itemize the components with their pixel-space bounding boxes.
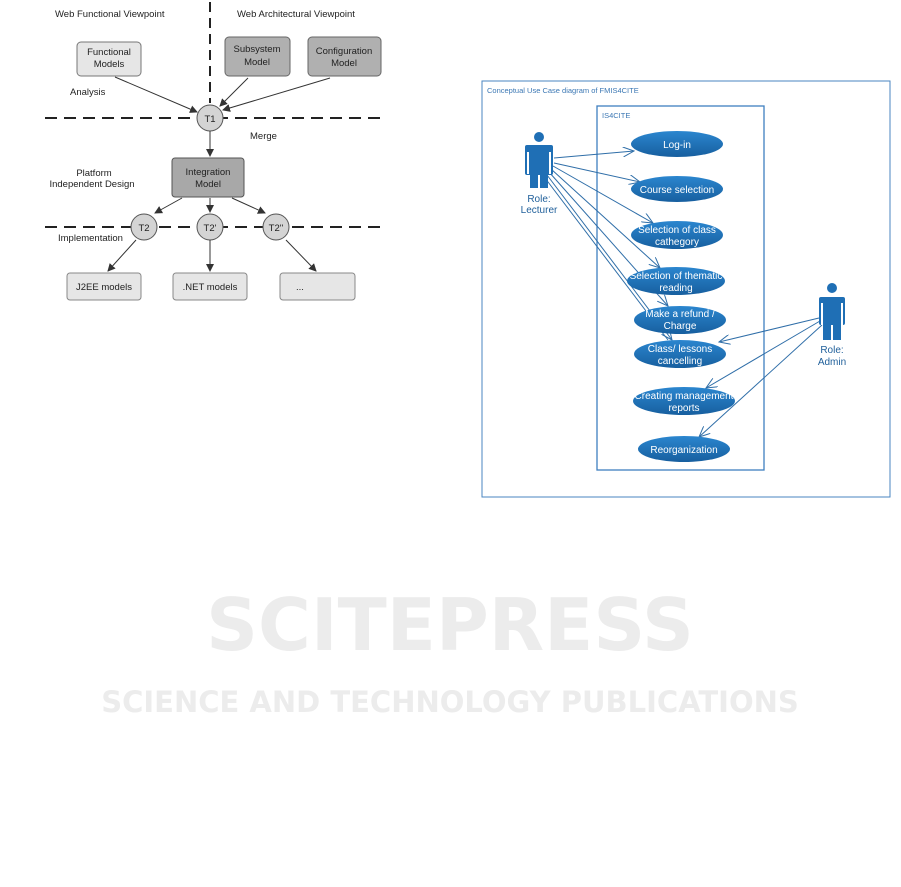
- svg-text:...: ...: [296, 282, 304, 293]
- svg-text:Reorganization: Reorganization: [650, 445, 717, 456]
- svg-text:T2': T2': [204, 223, 217, 234]
- mda-diagram: Web Functional Viewpoint Web Architectur…: [45, 2, 383, 301]
- svg-text:.NET models: .NET models: [183, 282, 238, 293]
- svg-text:cancelling: cancelling: [658, 356, 702, 367]
- svg-text:Model: Model: [195, 179, 221, 190]
- svg-text:Class/ lessons: Class/ lessons: [648, 344, 712, 355]
- svg-text:J2EE models: J2EE models: [76, 282, 132, 293]
- use-case-class-category[interactable]: Selection of class cathegory: [631, 221, 723, 249]
- svg-text:T2: T2: [138, 223, 149, 234]
- configuration-model-box: Configuration Model: [307, 36, 382, 77]
- analysis-label: Analysis: [70, 87, 106, 98]
- svg-text:Charge: Charge: [664, 321, 697, 332]
- svg-text:Log-in: Log-in: [663, 140, 691, 151]
- use-case-management-reports[interactable]: Creating management reports: [633, 387, 735, 415]
- svg-text:Model: Model: [331, 58, 357, 69]
- watermark-sub: SCIENCE AND TECHNOLOGY PUBLICATIONS: [101, 685, 799, 719]
- t2-prime-node: T2': [196, 213, 224, 241]
- use-case-log-in[interactable]: Log-in: [631, 131, 723, 157]
- t2-node: T2: [130, 213, 158, 241]
- use-case-title: Conceptual Use Case diagram of FMIS4CITE: [487, 86, 639, 95]
- svg-text:Functional: Functional: [87, 47, 131, 58]
- person-icon: [525, 132, 553, 188]
- system-label: IS4CITE: [602, 111, 630, 120]
- use-case-thematic-reading[interactable]: Selection of thematic reading: [627, 267, 725, 295]
- architectural-viewpoint-label: Web Architectural Viewpoint: [237, 9, 355, 20]
- svg-text:Subsystem: Subsystem: [234, 44, 281, 55]
- subsystem-model-box: Subsystem Model: [224, 36, 291, 77]
- admin-name-label: Admin: [818, 357, 846, 368]
- platform-label: Platform: [76, 168, 111, 179]
- functional-viewpoint-label: Web Functional Viewpoint: [55, 9, 165, 20]
- system-boundary: [596, 105, 765, 471]
- t1-node: T1: [196, 104, 224, 132]
- svg-text:Creating management: Creating management: [635, 391, 734, 402]
- svg-text:Integration: Integration: [186, 167, 231, 178]
- integration-model-box: Integration Model: [171, 157, 245, 198]
- use-case-refund-charge[interactable]: Make a refund / Charge: [634, 306, 726, 334]
- svg-text:T1: T1: [204, 114, 215, 125]
- implementation-label: Implementation: [58, 233, 123, 244]
- admin-actor: Role: Admin: [818, 283, 846, 368]
- t2-double-prime-node: T2'': [262, 213, 290, 241]
- admin-role-label: Role:: [820, 345, 843, 356]
- svg-text:Course selection: Course selection: [640, 185, 714, 196]
- svg-text:Selection of class: Selection of class: [638, 225, 716, 236]
- use-case-reorganization[interactable]: Reorganization: [638, 436, 730, 462]
- use-case-diagram: Conceptual Use Case diagram of FMIS4CITE…: [481, 80, 891, 498]
- svg-text:reading: reading: [659, 283, 692, 294]
- use-case-course-selection[interactable]: Course selection: [631, 176, 723, 202]
- svg-text:reports: reports: [668, 403, 699, 414]
- svg-text:Model: Model: [244, 57, 270, 68]
- watermark: SCITEPRESS SCIENCE AND TECHNOLOGY PUBLIC…: [101, 583, 799, 719]
- svg-text:Models: Models: [94, 59, 125, 70]
- dotnet-models-box: .NET models: [172, 272, 248, 301]
- lecturer-role-label: Role:: [527, 194, 550, 205]
- j2ee-models-box: J2EE models: [66, 272, 142, 301]
- svg-text:Configuration: Configuration: [316, 46, 373, 57]
- merge-label: Merge: [250, 131, 277, 142]
- watermark-main: SCITEPRESS: [206, 583, 694, 667]
- svg-text:cathegory: cathegory: [655, 237, 699, 248]
- independent-design-label: Independent Design: [49, 179, 134, 190]
- lecturer-name-label: Lecturer: [521, 205, 558, 216]
- functional-models-box: Functional Models: [76, 41, 142, 77]
- svg-text:Make a refund /: Make a refund /: [645, 309, 715, 320]
- svg-text:T2'': T2'': [269, 223, 284, 234]
- use-case-class-cancelling[interactable]: Class/ lessons cancelling: [634, 340, 726, 368]
- lecturer-actor: Role: Lecturer: [521, 132, 558, 216]
- other-models-box: ...: [279, 272, 356, 301]
- person-icon: [819, 283, 845, 340]
- svg-text:Selection of thematic: Selection of thematic: [630, 271, 723, 282]
